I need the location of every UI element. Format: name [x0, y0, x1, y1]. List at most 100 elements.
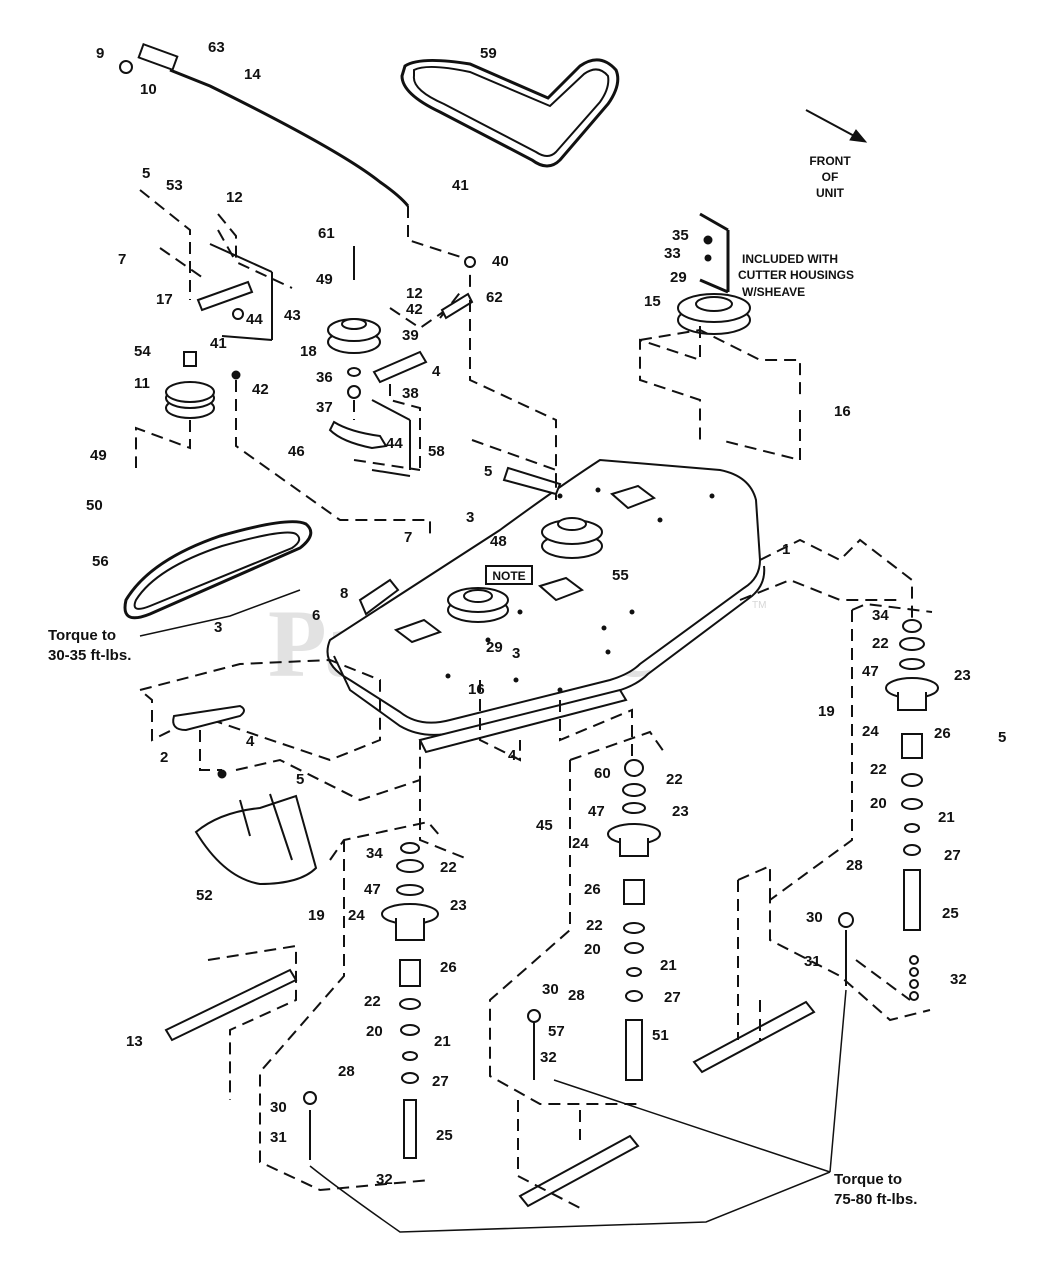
callout-32b: 32: [540, 1049, 557, 1066]
callout-34b: 34: [366, 845, 383, 862]
discharge-chute-52: [194, 793, 318, 886]
sheave-pulley-15: [677, 235, 751, 335]
callout-38: 38: [402, 385, 419, 402]
callout-13: 13: [126, 1033, 143, 1050]
callout-63: 63: [208, 39, 225, 56]
callout-24a: 24: [862, 723, 879, 740]
torque-leader-left: [139, 589, 301, 637]
callout-22a: 22: [872, 635, 889, 652]
callout-29b: 29: [486, 639, 503, 656]
callout-22f: 22: [364, 993, 381, 1010]
callout-23b: 23: [672, 803, 689, 820]
callout-11: 11: [134, 375, 150, 392]
callout-55: 55: [612, 567, 629, 584]
callout-31a: 31: [804, 953, 821, 970]
included-note-2: CUTTER HOUSINGS: [738, 268, 854, 282]
callout-20a: 20: [870, 795, 887, 812]
callout-60: 60: [594, 765, 611, 782]
idler-pulley-18: [327, 246, 381, 377]
callout-51: 51: [652, 1027, 669, 1044]
callout-10: 10: [140, 81, 157, 98]
callout-49b: 49: [90, 447, 107, 464]
spindle-center: [489, 730, 665, 1105]
callout-5c: 5: [998, 729, 1006, 746]
front-label-1: FRONT: [809, 154, 851, 168]
callout-35: 35: [672, 227, 689, 244]
callout-5a: 5: [142, 165, 150, 182]
callout-23c: 23: [450, 897, 467, 914]
deck-housing-1: [326, 458, 766, 754]
callout-25b: 25: [436, 1127, 453, 1144]
callout-26c: 26: [440, 959, 457, 976]
callout-9: 9: [96, 45, 104, 62]
included-note-3: W/SHEAVE: [742, 285, 805, 299]
idler-pulley-11: [165, 351, 215, 419]
callout-32c: 32: [376, 1171, 393, 1188]
callout-22c: 22: [666, 771, 683, 788]
callout-22e: 22: [586, 917, 603, 934]
callout-47c: 47: [364, 881, 381, 898]
callout-34a: 34: [872, 607, 889, 624]
callout-27c: 27: [432, 1073, 449, 1090]
callout-39: 39: [402, 327, 419, 344]
callout-54: 54: [134, 343, 151, 360]
belt-59: [400, 58, 620, 168]
torque-right-1: Torque to: [834, 1171, 902, 1188]
callout-8: 8: [340, 585, 348, 602]
callout-2: 2: [160, 749, 168, 766]
callout-4a: 4: [432, 363, 441, 380]
callout-19b: 19: [308, 907, 325, 924]
callout-47a: 47: [862, 663, 879, 680]
callout-3a: 3: [466, 509, 474, 526]
callout-23a: 23: [954, 667, 971, 684]
belt-56: [123, 520, 313, 620]
callout-22d: 22: [440, 859, 457, 876]
callout-47b: 47: [588, 803, 605, 820]
callout-49a: 49: [316, 271, 333, 288]
callout-26b: 26: [584, 881, 601, 898]
callout-26a: 26: [934, 725, 951, 742]
callout-1: 1: [782, 541, 790, 558]
callout-57: 57: [548, 1023, 565, 1040]
note-box: [485, 565, 533, 585]
callout-6: 6: [312, 607, 320, 624]
callout-61: 61: [318, 225, 335, 242]
blade-13: [164, 944, 298, 1100]
callout-21c: 21: [434, 1033, 451, 1050]
callout-42b: 42: [252, 381, 269, 398]
callout-58: 58: [428, 443, 445, 460]
callout-32a: 32: [950, 971, 967, 988]
callout-62: 62: [486, 289, 503, 306]
spindle-right: [769, 602, 939, 1022]
callout-28a: 28: [846, 857, 863, 874]
callout-7a: 7: [118, 251, 126, 268]
callout-17: 17: [156, 291, 173, 308]
callout-41a: 41: [452, 177, 469, 194]
callout-29a: 29: [670, 269, 687, 286]
callout-16b: 16: [468, 681, 485, 698]
included-bracket: [699, 212, 730, 294]
callout-20b: 20: [584, 941, 601, 958]
callout-30a: 30: [806, 909, 823, 926]
callout-24b: 24: [572, 835, 589, 852]
torque-right-2: 75-80 ft-lbs.: [834, 1191, 917, 1208]
callout-12b: 12: [406, 285, 423, 302]
callout-37: 37: [316, 399, 333, 416]
callout-30b: 30: [542, 981, 559, 998]
torque-left-1: Torque to: [48, 627, 116, 644]
callout-30c: 30: [270, 1099, 287, 1116]
callout-5d: 5: [296, 771, 304, 788]
callout-28c: 28: [338, 1063, 355, 1080]
callout-27b: 27: [664, 989, 681, 1006]
callout-3b: 3: [214, 619, 222, 636]
callout-5b: 5: [484, 463, 492, 480]
callout-45: 45: [536, 817, 553, 834]
callout-43: 43: [284, 307, 301, 324]
callout-53: 53: [166, 177, 183, 194]
callout-18: 18: [300, 343, 317, 360]
control-cable-14: [119, 42, 471, 290]
callout-14: 14: [244, 66, 261, 83]
callout-21a: 21: [938, 809, 955, 826]
blade-center: [517, 1100, 640, 1209]
callout-16a: 16: [834, 403, 851, 420]
